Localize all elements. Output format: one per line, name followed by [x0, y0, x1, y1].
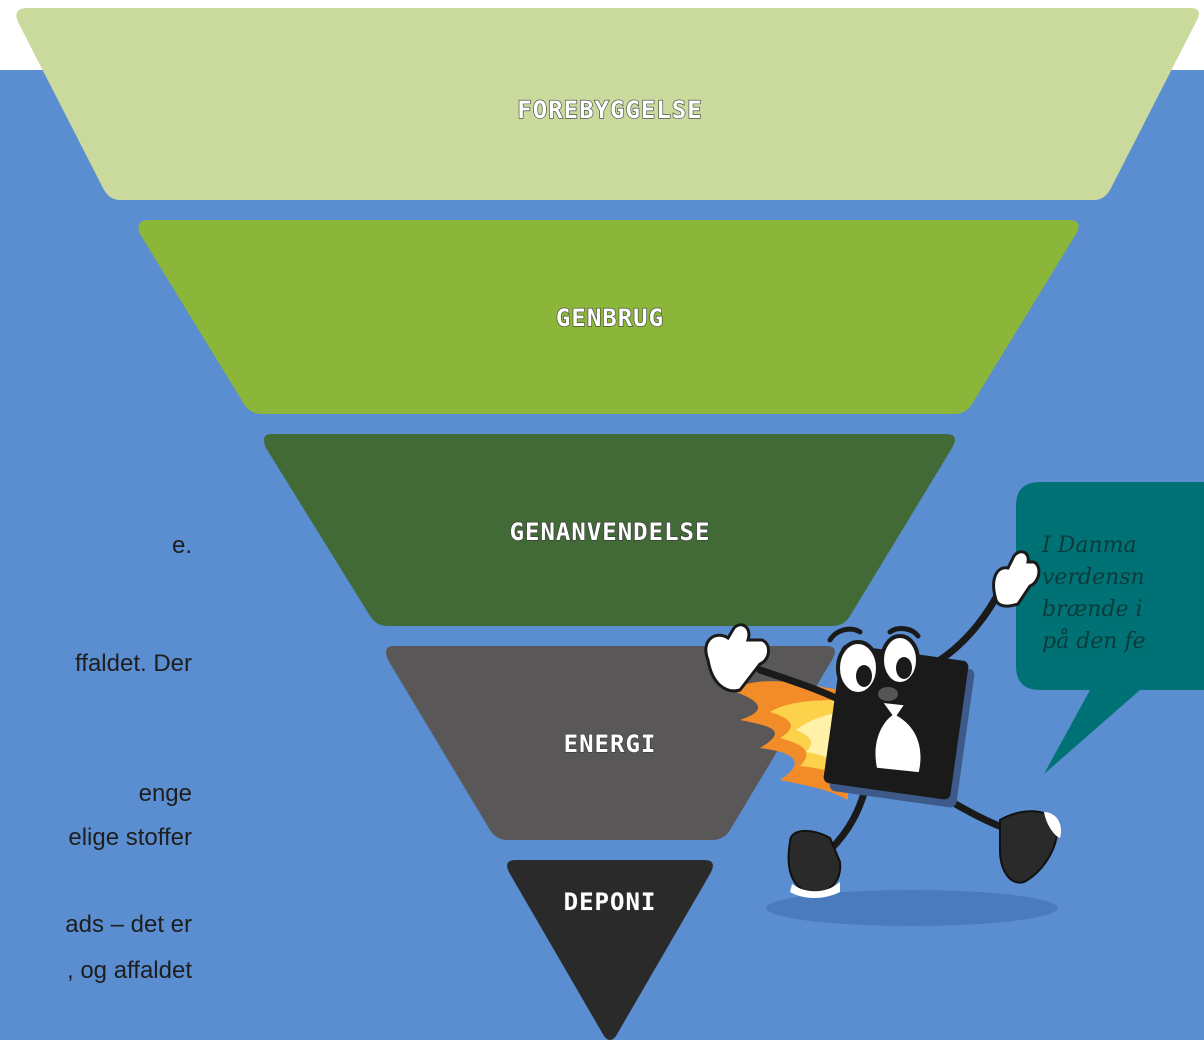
tier-genbrug: GENBRUG: [138, 220, 1079, 414]
tier-label: GENANVENDELSE: [510, 518, 711, 546]
trash-bag-mascot-icon: [704, 550, 1062, 926]
speech-bubble: I Danma verdensn brænde i på den fe: [1016, 482, 1204, 774]
body-text-column: e. ffaldet. Der enge elige stoffer ads –…: [0, 0, 200, 1040]
tier-shape: [386, 646, 835, 840]
body-text-line: e.: [171, 532, 192, 559]
tier-shape: [264, 434, 955, 626]
bubble-text-line: verdensn: [1042, 565, 1145, 590]
body-text-line: ffaldet. Der: [75, 650, 192, 677]
body-text-line: elige stoffer: [68, 824, 192, 851]
body-text-line: enge: [138, 780, 192, 807]
body-text-line: , og affaldet: [67, 957, 192, 984]
tier-energi: ENERGI: [386, 646, 835, 840]
tier-genanvendelse: GENANVENDELSE: [264, 434, 955, 626]
bubble-text-line: brænde i: [1042, 597, 1143, 622]
bubble-text-line: på den fe: [1042, 627, 1146, 654]
shoe-icon: [787, 810, 1062, 898]
body-text-line: ads – det er: [65, 911, 192, 938]
tier-deponi: DEPONI: [507, 860, 713, 1040]
bubble-text-line: I Danma: [1041, 533, 1137, 558]
glove-icon: [704, 550, 1041, 693]
tier-label: GENBRUG: [556, 304, 664, 332]
speech-bubble-shape: [1016, 482, 1204, 774]
tier-shape: [138, 220, 1079, 414]
tier-shape: [507, 860, 713, 1040]
tier-shape: [16, 8, 1199, 200]
tier-forebyggelse: FOREBYGGELSE: [16, 8, 1199, 200]
tier-label: DEPONI: [564, 888, 657, 916]
tier-label: FOREBYGGELSE: [517, 96, 702, 124]
tier-label: ENERGI: [564, 730, 657, 758]
